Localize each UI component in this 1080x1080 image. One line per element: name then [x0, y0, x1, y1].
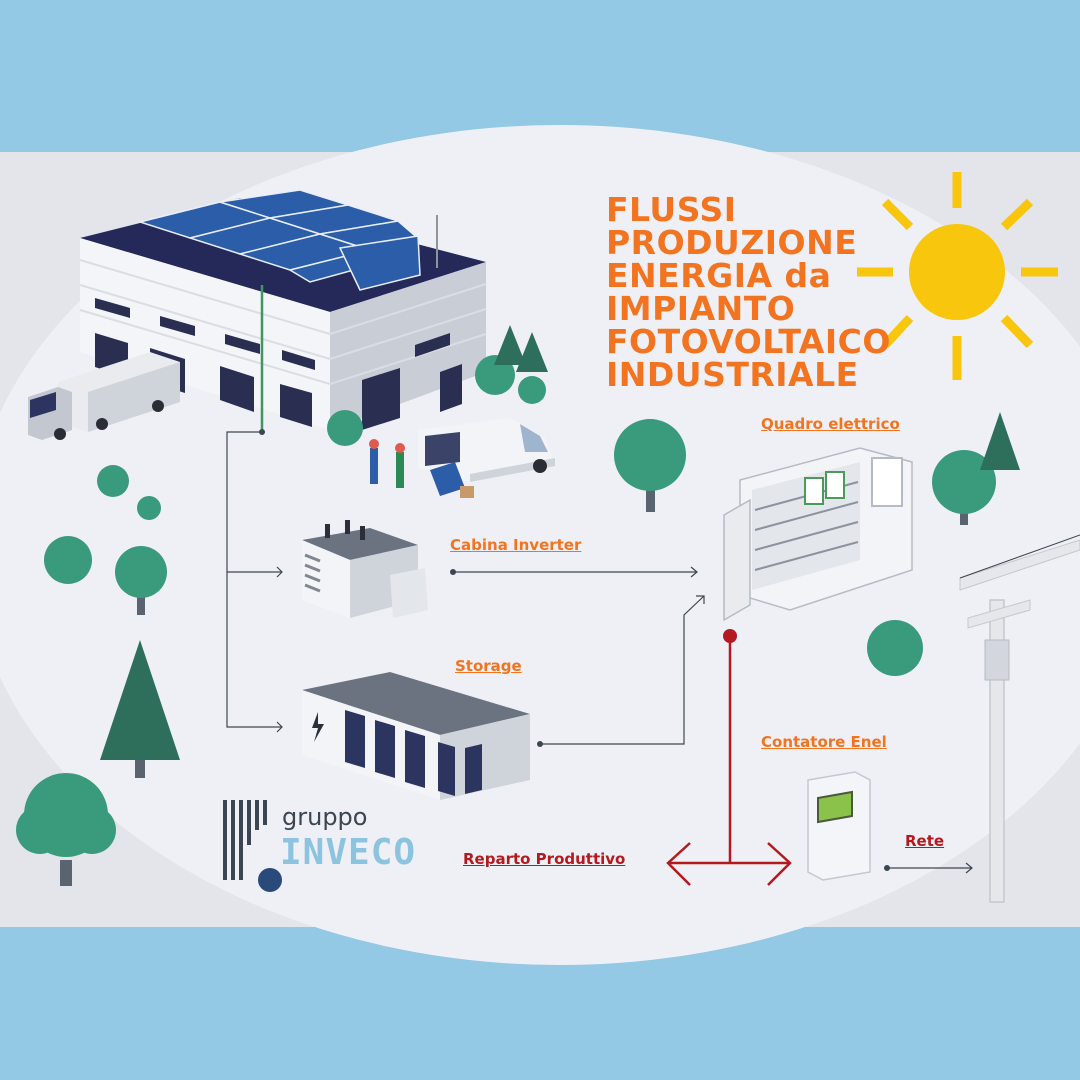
flow-lines: [226, 431, 973, 874]
label-cabina-inverter: Cabina Inverter: [450, 536, 582, 554]
label-quadro-elettrico: Quadro elettrico: [761, 415, 900, 433]
sun-icon: [857, 172, 1058, 380]
title-line: INDUSTRIALE: [606, 355, 859, 394]
van-icon: [369, 418, 555, 498]
label-rete: Rete: [905, 832, 945, 850]
inveco-logo-mark: [223, 800, 282, 892]
label-storage: Storage: [455, 657, 522, 675]
logo-gruppo-text: gruppo: [282, 803, 368, 831]
label-reparto-produttivo: Reparto Produttivo: [463, 850, 626, 868]
red-flow-dot: [723, 629, 737, 643]
title-line: FLUSSI: [606, 190, 737, 229]
inverter-cabin-icon: [302, 520, 428, 618]
title-line: IMPIANTO: [606, 289, 796, 328]
title-line: PRODUZIONE: [606, 223, 858, 262]
tree-icon: [16, 325, 1020, 886]
truck-icon: [28, 352, 180, 440]
energy-meter-icon: [807, 771, 871, 881]
electrical-panel-icon: [723, 447, 913, 622]
title-line: ENERGIA da: [606, 256, 832, 295]
power-pole-icon: [959, 534, 1080, 903]
logo-brand-text: INVECO: [280, 832, 417, 873]
factory-icon: [79, 189, 487, 430]
battery-storage-icon: [302, 672, 530, 800]
label-contatore-enel: Contatore Enel: [761, 733, 887, 751]
red-flow-lines: [666, 636, 792, 886]
flow-dots: [259, 429, 890, 871]
globe-icon: [258, 868, 282, 892]
title: FLUSSI PRODUZIONE ENERGIA da IMPIANTO FO…: [606, 193, 891, 391]
title-line: FOTOVOLTAICO: [606, 322, 891, 361]
